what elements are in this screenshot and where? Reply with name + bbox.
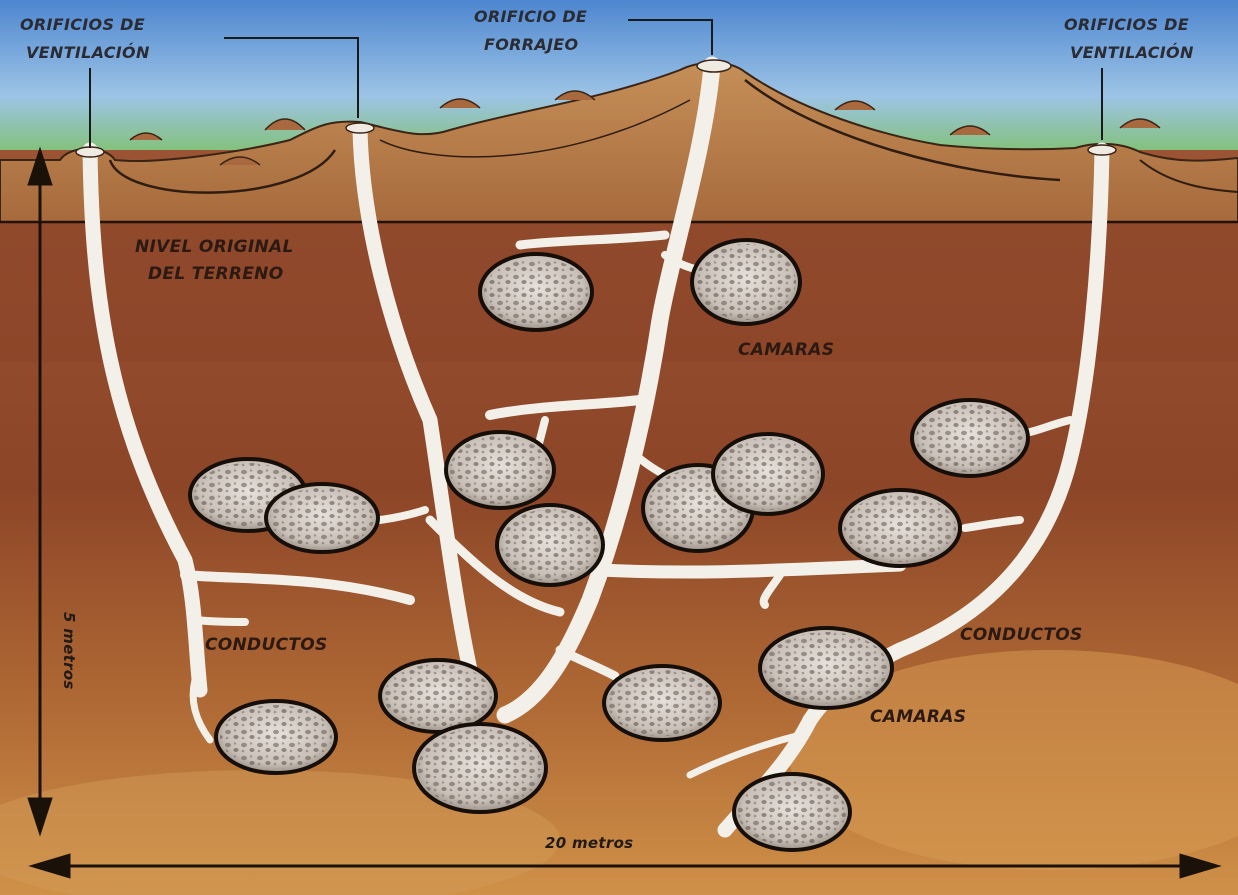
label-chambers-upper: CAMARAS xyxy=(738,340,834,360)
vent-hole-center-left xyxy=(346,123,374,133)
chamber xyxy=(760,628,892,708)
label-vent-right-1: ORIFICIOS DE xyxy=(1064,15,1189,34)
chamber xyxy=(912,400,1028,476)
label-ducts-left: CONDUCTOS xyxy=(205,635,328,655)
label-vent-right-2: VENTILACIÓN xyxy=(1070,43,1194,62)
chamber xyxy=(446,432,554,508)
label-forage-2: FORRAJEO xyxy=(484,35,579,54)
forage-hole xyxy=(697,60,731,72)
label-width-scale: 20 metros xyxy=(545,834,633,852)
chamber xyxy=(414,724,546,812)
label-original-level-1: NIVEL ORIGINAL xyxy=(135,237,294,257)
chamber xyxy=(692,240,800,324)
chamber xyxy=(480,254,592,330)
chamber xyxy=(734,774,850,850)
label-vent-left-1: ORIFICIOS DE xyxy=(20,15,145,34)
label-ducts-right: CONDUCTOS xyxy=(960,625,1083,645)
chamber xyxy=(840,490,960,566)
chamber xyxy=(266,484,378,552)
label-original-level-2: DEL TERRENO xyxy=(148,264,283,284)
label-forage-1: ORIFICIO DE xyxy=(474,7,587,26)
chamber xyxy=(713,434,823,514)
label-vent-left-2: VENTILACIÓN xyxy=(26,43,150,62)
chamber xyxy=(216,701,336,773)
label-chambers-lower: CAMARAS xyxy=(870,707,966,727)
chamber xyxy=(497,505,603,585)
vent-hole-left xyxy=(76,147,104,157)
vent-hole-right xyxy=(1088,145,1116,155)
label-depth-scale: 5 metros xyxy=(60,612,78,690)
chamber xyxy=(604,666,720,740)
chamber xyxy=(380,660,496,732)
